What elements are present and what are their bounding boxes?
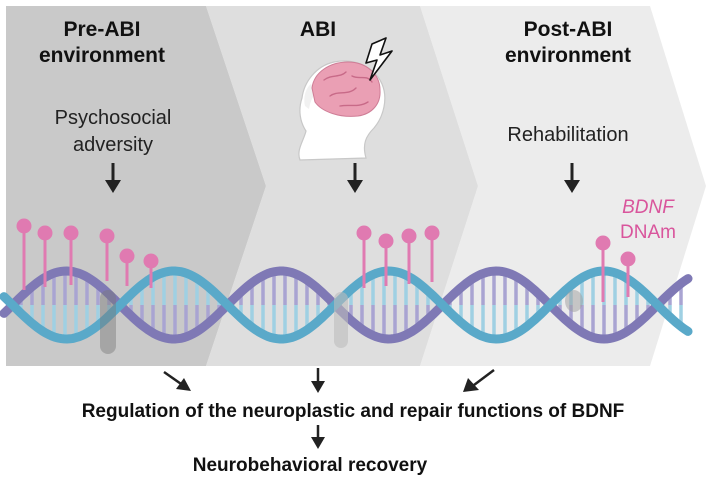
legend-gene-label: BDNF [622,197,675,218]
recovery-text: Neurobehavioral recovery [193,455,428,476]
regulation-text: Regulation of the neuroplastic and repai… [82,401,625,422]
lollipop-head [356,225,372,241]
lollipop-head [595,235,611,251]
post-abi-title-line2: environment [505,44,631,67]
lollipop-head [16,218,32,234]
lollipop-head [143,253,159,269]
highlight-mark [565,290,583,312]
lollipop-head [119,248,135,264]
post-abi-panel [420,6,706,366]
lollipop-head [378,233,394,249]
lollipop-head [424,225,440,241]
lollipop-head [99,228,115,244]
post-abi-down-arrow [564,163,580,193]
head-brain-icon [298,60,386,161]
methylation-lollipop-icon [16,218,636,302]
abi-title: ABI [300,18,336,41]
pre-abi-title-line2: environment [39,44,165,67]
lollipop-head [37,225,53,241]
converge-arrow-left [163,370,191,391]
pre-abi-exposure-line2: adversity [73,134,153,156]
post-abi-title-line1: Post-ABI [524,18,613,41]
highlight-mark [100,290,116,354]
converge-arrow-center [311,368,325,393]
post-abi-exposure: Rehabilitation [507,124,628,146]
legend-mark-label: DNAm [620,222,676,243]
pre-abi-down-arrow [105,163,121,193]
abi-down-arrow [347,163,363,193]
converge-arrow-right [463,369,495,392]
recovery-arrow [311,425,325,449]
pre-abi-exposure-line1: Psychosocial [55,107,172,129]
highlight-mark [334,292,348,348]
pre-abi-title-line1: Pre-ABI [63,18,140,41]
lollipop-head [620,251,636,267]
lollipop-head [63,225,79,241]
lollipop-head [401,228,417,244]
lightning-bolt-icon [365,37,393,81]
